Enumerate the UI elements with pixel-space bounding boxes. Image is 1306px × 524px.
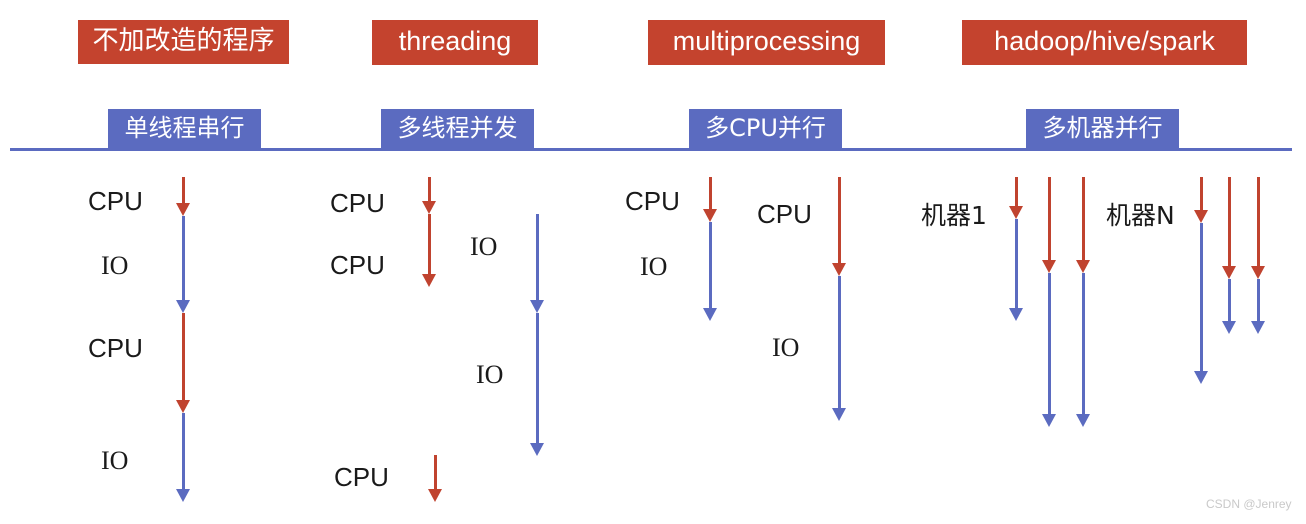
arrow-head-icon (1042, 260, 1056, 273)
arrow-shaft (1257, 177, 1260, 268)
arrow-head-icon (1194, 210, 1208, 223)
arrow-shaft (182, 413, 185, 491)
arrow-shaft (1082, 177, 1085, 262)
stage-label: CPU (330, 250, 385, 280)
stage-label: IO (470, 232, 498, 261)
arrow-shaft (428, 177, 431, 203)
arrow-shaft (1200, 177, 1203, 212)
arrow-shaft (182, 216, 185, 302)
arrow-head-icon (703, 308, 717, 321)
arrow-head-icon (530, 443, 544, 456)
subtitle-chip-2: 多CPU并行 (689, 109, 842, 149)
stage-label: CPU (334, 462, 389, 492)
arrow-shaft (434, 455, 437, 491)
stage-label: CPU (330, 188, 385, 218)
arrow-shaft (838, 177, 841, 265)
title-chip-2: multiprocessing (648, 20, 885, 65)
arrow-shaft (1048, 177, 1051, 262)
stage-label: CPU (757, 199, 812, 229)
arrow-shaft (1257, 279, 1260, 323)
arrow-head-icon (1009, 308, 1023, 321)
stage-label: IO (640, 252, 668, 281)
title-chip-0: 不加改造的程序 (78, 20, 289, 64)
watermark: CSDN @Jenrey (1206, 497, 1292, 511)
arrow-head-icon (422, 274, 436, 287)
timeline-axis (10, 148, 1292, 151)
arrow-head-icon (1251, 321, 1265, 334)
arrow-shaft (536, 313, 539, 445)
subtitle-chip-0: 单线程串行 (108, 109, 261, 149)
arrow-shaft (1015, 219, 1018, 310)
arrow-head-icon (832, 408, 846, 421)
arrow-shaft (182, 177, 185, 205)
stage-label: IO (101, 446, 129, 475)
title-chip-1: threading (372, 20, 538, 65)
arrow-head-icon (1194, 371, 1208, 384)
stage-label: IO (101, 251, 129, 280)
stage-label: IO (476, 360, 504, 389)
title-chip-3: hadoop/hive/spark (962, 20, 1247, 65)
arrow-head-icon (422, 201, 436, 214)
arrow-shaft (838, 276, 841, 410)
subtitle-chip-1: 多线程并发 (381, 109, 534, 149)
arrow-shaft (709, 222, 712, 310)
arrow-head-icon (1076, 260, 1090, 273)
stage-label: CPU (625, 186, 680, 216)
arrow-head-icon (1076, 414, 1090, 427)
arrow-shaft (1082, 273, 1085, 416)
arrow-head-icon (176, 203, 190, 216)
arrow-shaft (428, 214, 431, 276)
arrow-shaft (1200, 223, 1203, 373)
arrow-head-icon (832, 263, 846, 276)
arrow-head-icon (428, 489, 442, 502)
arrow-head-icon (530, 300, 544, 313)
stage-label: CPU (88, 186, 143, 216)
arrow-head-icon (176, 400, 190, 413)
arrow-head-icon (1222, 321, 1236, 334)
subtitle-chip-3: 多机器并行 (1026, 109, 1179, 149)
arrow-shaft (709, 177, 712, 211)
arrow-shaft (1048, 273, 1051, 416)
arrow-head-icon (176, 300, 190, 313)
arrow-shaft (182, 313, 185, 402)
stage-label: CPU (88, 333, 143, 363)
arrow-shaft (1228, 177, 1231, 268)
arrow-head-icon (1042, 414, 1056, 427)
arrow-head-icon (703, 209, 717, 222)
arrow-shaft (1015, 177, 1018, 208)
stage-label: 机器N (1106, 201, 1175, 230)
arrow-head-icon (1222, 266, 1236, 279)
arrow-shaft (536, 214, 539, 302)
arrow-head-icon (176, 489, 190, 502)
stage-label: IO (772, 333, 800, 362)
arrow-head-icon (1009, 206, 1023, 219)
arrow-shaft (1228, 279, 1231, 323)
stage-label: 机器1 (921, 201, 987, 230)
arrow-head-icon (1251, 266, 1265, 279)
